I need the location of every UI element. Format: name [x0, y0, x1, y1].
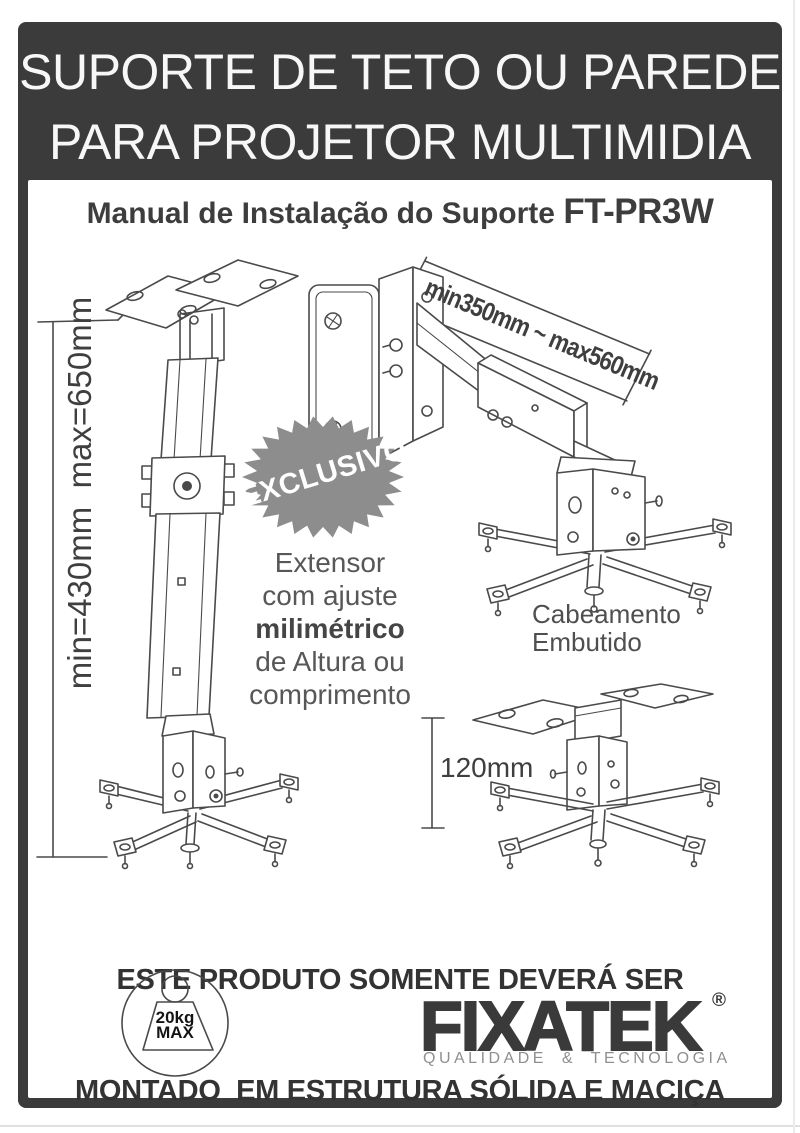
max-weight-max: MAX	[156, 1023, 194, 1042]
max-weight-label: 20kg MAX	[118, 1008, 232, 1042]
max-weight-value: 20kg	[155, 1008, 195, 1027]
manual-heading: Manual de Instalação do Suporte FT-PR3W	[28, 192, 772, 232]
brand-tagline: QUALIDADE & TECNOLOGIA	[423, 1050, 731, 1067]
extensor-note-line: Extensor	[274, 547, 386, 578]
starburst-icon	[242, 416, 404, 538]
mounting-warning: ESTE PRODUTO SOMENTE DEVERÁ SER MONTADO …	[28, 888, 772, 1133]
product-model: FT-PR3W	[563, 192, 714, 231]
banner-title-line1: SUPORTE DE TETO OU PAREDE	[19, 44, 781, 100]
extensor-note-line: comprimento	[249, 679, 411, 710]
brand-logo: FIXATEK	[419, 986, 703, 1066]
mounting-warning-line2: MONTADO EM ESTRUTURA SÓLIDA E MACIÇA	[75, 1075, 725, 1107]
drop-dimension-label: 120mm	[440, 752, 534, 783]
cabling-note: Cabeamento Embutido	[532, 600, 681, 656]
height-dimension-label: min=430mm max=650mm	[61, 296, 98, 690]
extensor-note-line: milimétrico	[255, 613, 405, 644]
extensor-note-line: de Altura ou	[255, 646, 405, 677]
manual-heading-text: Manual de Instalação do Suporte	[86, 197, 564, 230]
extensor-note-line: com ajuste	[262, 580, 398, 611]
exclusive-badge: EXCLUSIVO	[237, 414, 411, 542]
cabling-note-line: Embutido	[532, 627, 642, 657]
starburst-shape	[242, 416, 404, 538]
cabling-note-line: Cabeamento	[532, 599, 681, 629]
scan-edge-right	[793, 0, 795, 1133]
scan-edge-bottom	[0, 1125, 800, 1127]
extensor-note: Extensor com ajuste milimétrico de Altur…	[228, 546, 432, 711]
registered-trademark-icon: ®	[712, 990, 726, 1011]
banner-title-line2: PARA PROJETOR MULTIMIDIA	[49, 114, 752, 170]
